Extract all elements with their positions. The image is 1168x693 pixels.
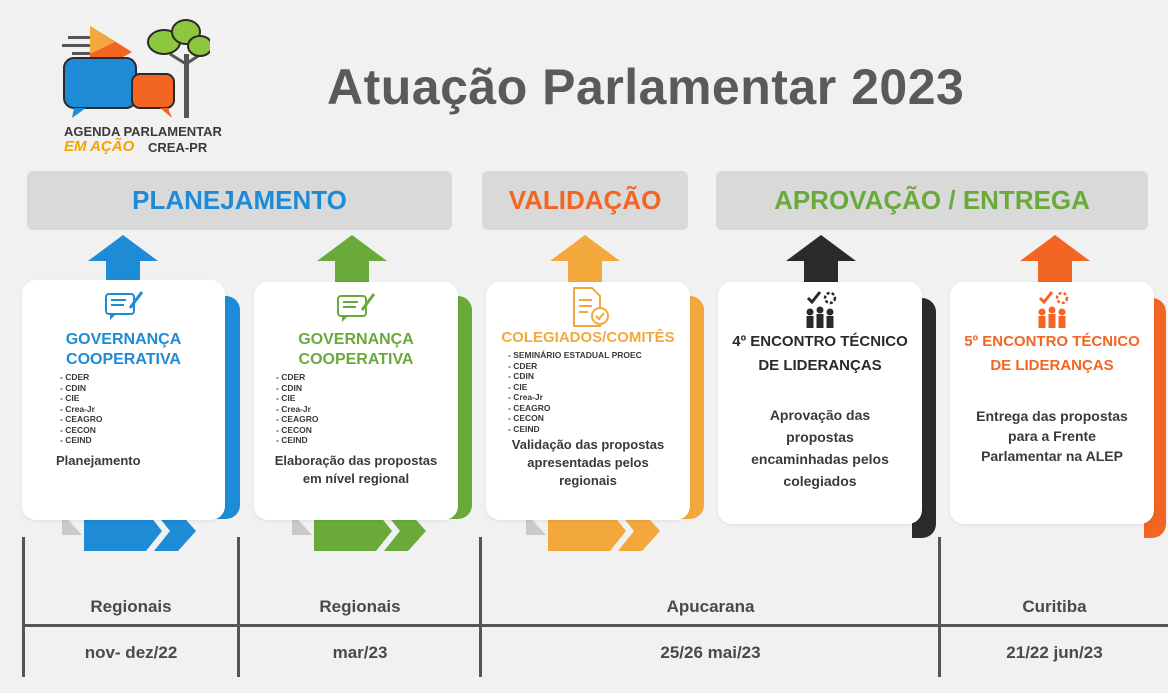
list-item: CDIN — [60, 383, 225, 394]
card-description: Parlamentar na ALEP — [981, 448, 1123, 464]
up-arrow-icon — [1020, 235, 1090, 285]
list-item: CIE — [276, 393, 458, 404]
card-description: colegiados — [783, 473, 857, 489]
up-arrow-icon — [88, 235, 158, 285]
card-description: propostas — [786, 429, 854, 445]
card-description: Elaboração das propostas — [274, 452, 438, 468]
up-arrow-icon — [786, 235, 856, 285]
phase-label: APROVAÇÃO / ENTREGA — [774, 185, 1090, 215]
card-4-encontro: 4º ENCONTRO TÉCNICO DE LIDERANÇAS Aprova… — [718, 282, 922, 524]
list-item: CECON — [508, 413, 690, 424]
list-item: CIE — [60, 393, 225, 404]
card-5-encontro: 5º ENCONTRO TÉCNICO DE LIDERANÇAS Entreg… — [950, 282, 1154, 524]
timeline-date: 25/26 mai/23 — [660, 643, 761, 662]
list-item: CIE — [508, 382, 690, 393]
card-description: para a Frente — [1008, 428, 1096, 444]
document-check-icon — [573, 287, 609, 327]
timeline-axis — [22, 624, 1168, 627]
list-item: CEIND — [508, 424, 690, 435]
list-item: Crea-Jr — [60, 404, 225, 415]
timeline-divider — [22, 537, 25, 677]
card-title: COLEGIADOS/COMITÊS — [501, 329, 675, 346]
card-description: encaminhadas pelos — [751, 451, 889, 467]
timeline-location: Apucarana — [666, 597, 755, 616]
timeline-date: nov- dez/22 — [84, 643, 178, 662]
card-description: Planejamento — [56, 452, 141, 468]
logo-text-line2: EM AÇÃO — [64, 138, 135, 155]
timeline-divider — [938, 537, 941, 677]
list-item: CEIND — [60, 435, 225, 446]
card-title: DE LIDERANÇAS — [990, 357, 1114, 374]
list-item: CDER — [508, 361, 690, 372]
crea-pr-logo — [62, 19, 210, 118]
chevron-arrows-icon — [292, 511, 426, 551]
timeline-date: 21/22 jun/23 — [1006, 643, 1103, 662]
phase-aprovacao-entrega: APROVAÇÃO / ENTREGA — [716, 171, 1148, 230]
timeline-date: mar/23 — [332, 643, 388, 662]
list-item: Crea-Jr — [276, 404, 458, 415]
timeline-location: Regionais — [90, 597, 172, 616]
list-item: CDIN — [276, 383, 458, 394]
page-title: Atuação Parlamentar 2023 — [327, 59, 965, 115]
card-description: Validação das propostas — [511, 437, 665, 452]
card-title: GOVERNANÇA — [65, 331, 182, 348]
list-item: CDER — [60, 372, 225, 383]
committee-list: SEMINÁRIO ESTADUAL PROEC CDER CDIN CIE C… — [486, 350, 690, 434]
list-item: Crea-Jr — [508, 392, 690, 403]
card-description: Aprovação das — [769, 407, 871, 423]
list-item: CECON — [276, 425, 458, 436]
up-arrow-icon — [317, 235, 387, 285]
card-title: 4º ENCONTRO TÉCNICO — [732, 333, 908, 350]
list-item: CEIND — [276, 435, 458, 446]
committee-list: CDER CDIN CIE Crea-Jr CEAGRO CECON CEIND — [22, 372, 225, 446]
list-item: CEAGRO — [508, 403, 690, 414]
team-gears-icon — [1038, 291, 1069, 328]
phase-label: PLANEJAMENTO — [132, 185, 347, 215]
document-pen-icon — [337, 293, 376, 322]
chevron-arrows-icon — [526, 511, 660, 551]
card-title: GOVERNANÇA — [298, 331, 414, 348]
logo-text-line3: CREA-PR — [148, 140, 208, 155]
list-item: CECON — [60, 425, 225, 436]
card-governanca-2: GOVERNANÇA COOPERATIVA CDER CDIN CIE Cre… — [254, 282, 458, 520]
phase-planejamento: PLANEJAMENTO — [27, 171, 452, 230]
card-description: regionais — [559, 473, 617, 488]
timeline-location: Curitiba — [1022, 597, 1087, 616]
phase-label: VALIDAÇÃO — [508, 185, 662, 215]
team-gears-icon — [806, 291, 837, 328]
list-item: CEAGRO — [276, 414, 458, 425]
timeline-divider — [479, 537, 482, 677]
committee-list: CDER CDIN CIE Crea-Jr CEAGRO CECON CEIND — [254, 372, 458, 446]
chevron-arrows-icon — [62, 511, 196, 551]
card-title: COOPERATIVA — [298, 351, 414, 368]
card-description: em nível regional — [302, 470, 410, 486]
up-arrow-icon — [550, 235, 620, 285]
list-item: SEMINÁRIO ESTADUAL PROEC — [508, 350, 690, 361]
card-governanca-1: GOVERNANÇA COOPERATIVA CDER CDIN CIE Cre… — [22, 280, 225, 520]
card-colegiados: COLEGIADOS/COMITÊS SEMINÁRIO ESTADUAL PR… — [486, 282, 690, 520]
card-description: apresentadas pelos — [527, 455, 649, 470]
card-title: 5º ENCONTRO TÉCNICO — [964, 333, 1140, 350]
card-title: COOPERATIVA — [66, 351, 181, 368]
list-item: CEAGRO — [60, 414, 225, 425]
list-item: CDER — [276, 372, 458, 383]
timeline-divider — [237, 537, 240, 677]
logo-text-line1: AGENDA PARLAMENTAR — [64, 124, 222, 139]
list-item: CDIN — [508, 371, 690, 382]
document-pen-icon — [105, 291, 144, 320]
card-description: Entrega das propostas — [976, 408, 1128, 424]
card-title: DE LIDERANÇAS — [758, 357, 882, 374]
phase-validacao: VALIDAÇÃO — [482, 171, 688, 230]
timeline-location: Regionais — [319, 597, 401, 616]
